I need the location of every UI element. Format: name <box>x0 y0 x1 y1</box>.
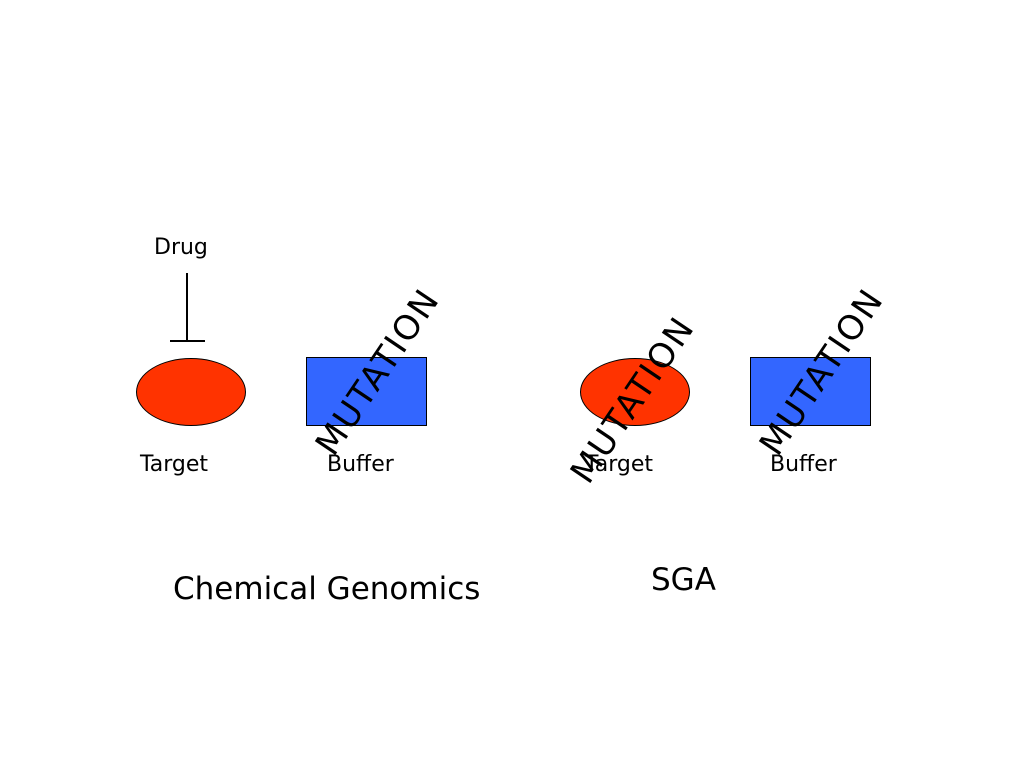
inhibition-line <box>186 273 188 341</box>
buffer-rect-right <box>750 357 871 426</box>
target-label-left: Target <box>140 452 209 477</box>
drug-label: Drug <box>154 235 208 260</box>
target-ellipse-right <box>580 358 690 426</box>
buffer-rect-left <box>306 357 427 426</box>
target-label-right: Target <box>585 452 654 477</box>
caption-sga: SGA <box>651 562 716 598</box>
caption-chemical-genomics: Chemical Genomics <box>173 571 481 607</box>
inhibition-bar <box>170 340 205 342</box>
target-ellipse-left <box>136 358 246 426</box>
buffer-label-right: Buffer <box>770 452 837 477</box>
buffer-label-left: Buffer <box>327 452 394 477</box>
